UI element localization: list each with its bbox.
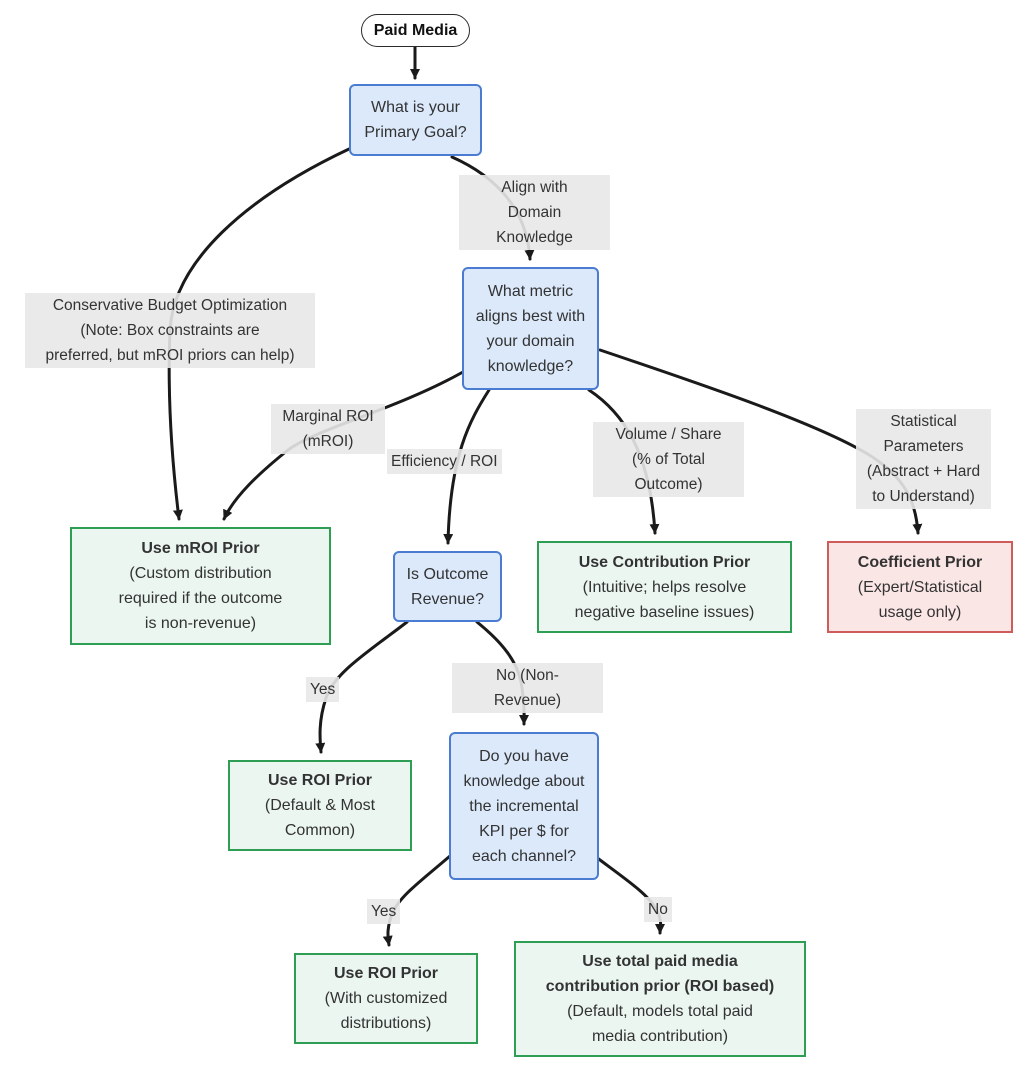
use-roi-prior-default-title: Use ROI Prior xyxy=(267,772,373,789)
edge-label-conservative-budget: Conservative Budget Optimization (Note: … xyxy=(25,293,315,368)
node-use-total-paid-media: Use total paid media contribution prior … xyxy=(514,941,806,1057)
node-kpi-knowledge: Do you have knowledge about the incremen… xyxy=(449,732,599,880)
use-roi-prior-custom-subtitle: (With customized distributions) xyxy=(324,990,448,1032)
edge-whatmetric-isoutcome xyxy=(443,388,491,545)
use-mroi-prior-subtitle: (Custom distribution required if the out… xyxy=(118,565,283,632)
edge-label-yes-kpi: Yes xyxy=(367,899,401,924)
node-what-metric: What metric aligns best with your domain… xyxy=(462,267,599,390)
edge-label-align-domain: Align with Domain Knowledge xyxy=(459,175,610,250)
node-use-mroi-prior: Use mROI Prior (Custom distribution requ… xyxy=(70,527,331,645)
edge-label-volume-share: Volume / Share (% of Total Outcome) xyxy=(593,422,744,497)
use-mroi-prior-title: Use mROI Prior xyxy=(141,540,260,557)
node-primary-goal: What is your Primary Goal? xyxy=(349,84,482,156)
use-total-paid-media-subtitle: (Default, models total paid media contri… xyxy=(567,1003,753,1045)
edge-label-no-non-revenue: No (Non- Revenue) xyxy=(452,663,603,713)
edge-label-no-kpi: No xyxy=(644,897,672,922)
node-is-outcome-revenue: Is Outcome Revenue? xyxy=(393,551,502,622)
edge-label-yes-revenue: Yes xyxy=(306,677,340,702)
node-coefficient-prior: Coefficient Prior (Expert/Statistical us… xyxy=(827,541,1013,633)
node-use-roi-prior-custom: Use ROI Prior (With customized distribut… xyxy=(294,953,478,1044)
coefficient-prior-subtitle: (Expert/Statistical usage only) xyxy=(857,578,983,621)
edge-label-statistical-parameters: Statistical Parameters (Abstract + Hard … xyxy=(856,409,991,509)
use-roi-prior-default-subtitle: (Default & Most Common) xyxy=(264,797,376,839)
use-contribution-prior-title: Use Contribution Prior xyxy=(578,553,751,571)
node-use-contribution-prior: Use Contribution Prior (Intuitive; helps… xyxy=(537,541,792,633)
use-roi-prior-custom-title: Use ROI Prior xyxy=(333,965,439,982)
use-total-paid-media-title: Use total paid media contribution prior … xyxy=(545,953,775,995)
node-paid-media: Paid Media xyxy=(361,14,470,47)
edge-label-efficiency-roi: Efficiency / ROI xyxy=(387,449,502,474)
edge-label-marginal-roi: Marginal ROI (mROI) xyxy=(271,404,385,454)
coefficient-prior-title: Coefficient Prior xyxy=(857,553,983,571)
node-use-roi-prior-default: Use ROI Prior (Default & Most Common) xyxy=(228,760,412,851)
use-contribution-prior-subtitle: (Intuitive; helps resolve negative basel… xyxy=(574,578,755,621)
